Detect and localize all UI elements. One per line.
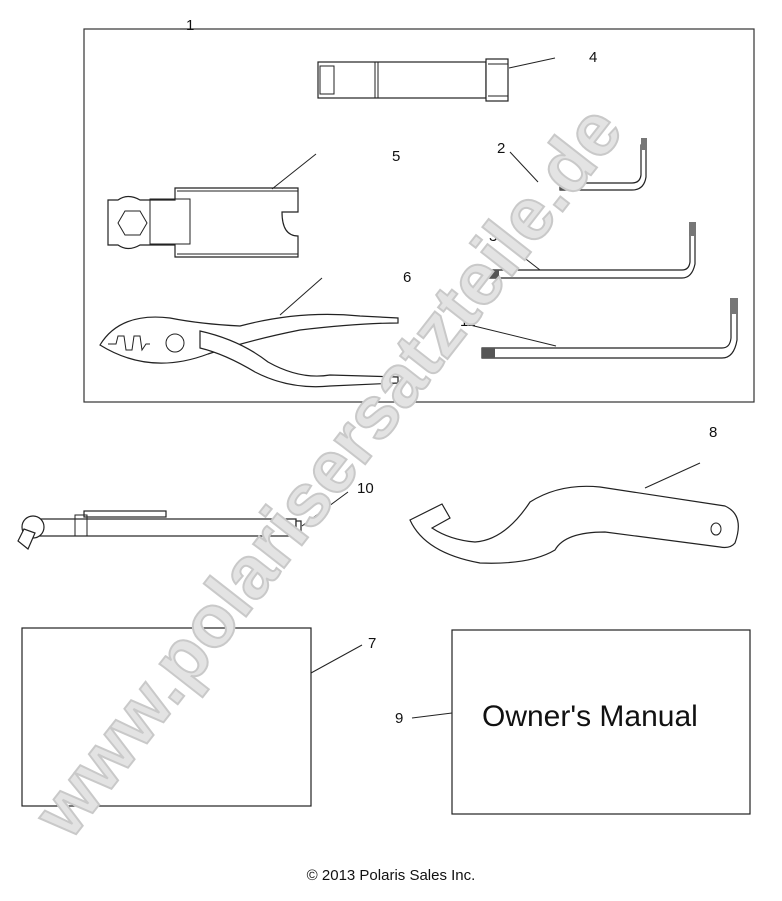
- hex-key-large-drawing: [469, 298, 738, 359]
- callout-10: 10: [357, 480, 374, 497]
- copyright-notice: © 2013 Polaris Sales Inc.: [306, 867, 476, 884]
- spark-plug-socket-drawing: [317, 57, 556, 102]
- callout-2: 2: [497, 140, 505, 157]
- callout-11: 11: [460, 313, 476, 330]
- tool-kit-outline: [83, 28, 755, 403]
- callout-9: 9: [395, 710, 403, 727]
- callout-6: 6: [403, 269, 411, 286]
- document-card-drawing: [21, 627, 312, 807]
- owners-manual-drawing: [451, 629, 751, 815]
- owners-manual-title: Owner's Manual: [482, 700, 698, 733]
- callout-3: 3: [489, 228, 497, 245]
- callout-8: 8: [709, 424, 717, 441]
- open-end-wrench-drawing: [107, 153, 317, 258]
- pliers-drawing: [99, 277, 399, 388]
- callout-1: 1: [186, 17, 194, 34]
- hex-key-small-drawing: [509, 138, 647, 191]
- hex-key-medium-drawing: [486, 222, 696, 279]
- spanner-wrench-drawing: [409, 462, 739, 564]
- callout-7: 7: [368, 635, 376, 652]
- callout-4: 4: [589, 49, 597, 66]
- callout-5: 5: [392, 148, 400, 165]
- tire-gauge-drawing: [17, 491, 349, 550]
